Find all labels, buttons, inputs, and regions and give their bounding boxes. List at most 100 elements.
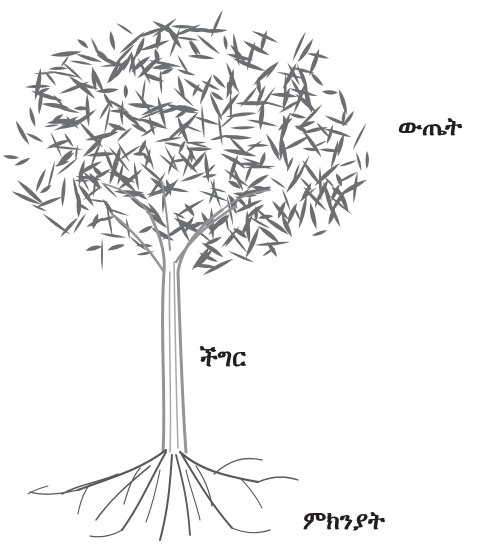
- leaf-shape: [201, 80, 220, 91]
- leaf-shape: [352, 123, 367, 151]
- leaf-shape: [264, 217, 289, 235]
- leaf-shape: [269, 177, 287, 189]
- leaf-shape: [176, 69, 196, 76]
- leaf-shape: [42, 213, 71, 235]
- leaf-shape: [209, 134, 229, 141]
- leaf-shape: [229, 126, 256, 130]
- leaf-shape: [314, 189, 323, 209]
- leaf-shape: [310, 72, 324, 86]
- leaf-shape: [220, 225, 240, 249]
- leaf-shape: [336, 186, 349, 213]
- leaf-shape: [105, 99, 128, 112]
- leaf-shape: [77, 202, 90, 211]
- leaf-shape: [127, 116, 143, 122]
- leaf-shape: [210, 91, 224, 101]
- leaf-shape: [157, 95, 167, 129]
- leaf-shape: [339, 160, 357, 167]
- leaf-shape: [122, 52, 132, 72]
- leaf-shape: [297, 38, 314, 63]
- leaf-shape: [189, 151, 206, 171]
- leaf-shape: [50, 131, 63, 159]
- leaf-shape: [179, 140, 186, 154]
- leaf-shape: [108, 146, 130, 172]
- leaf-shape: [203, 236, 222, 245]
- leaf-shape: [75, 144, 78, 161]
- leaf-shape: [281, 188, 291, 212]
- leaf-shape: [290, 78, 302, 98]
- leaf-shape: [123, 84, 128, 99]
- leaf-shape: [191, 245, 210, 271]
- leaf-shape: [322, 90, 338, 95]
- leaf-shape: [25, 133, 44, 143]
- leaf-shape: [165, 178, 172, 197]
- leaf-shape: [116, 127, 133, 142]
- leaf-shape: [201, 242, 224, 258]
- leaf-shape: [61, 176, 66, 208]
- leaf-shape: [353, 171, 358, 204]
- leaf-shape: [147, 202, 164, 227]
- leaf-shape: [245, 163, 253, 183]
- leaf-shape: [136, 26, 167, 39]
- leaf-shape: [173, 217, 201, 235]
- problem-label: ችግር: [200, 343, 246, 372]
- leaf-shape: [75, 53, 102, 62]
- leaf-shape: [356, 152, 362, 172]
- leaf-shape: [292, 163, 300, 184]
- leaf-shape: [100, 181, 118, 199]
- leaf-shape: [298, 194, 307, 229]
- leaf-shape: [319, 148, 340, 153]
- leaf-shape: [249, 216, 271, 229]
- leaf-shape: [39, 184, 52, 194]
- leaf-shape: [292, 31, 306, 62]
- leaf-shape: [287, 62, 300, 86]
- leaf-shape: [72, 80, 99, 89]
- leaf-shape: [196, 34, 221, 55]
- leaf-shape: [174, 199, 206, 218]
- leaf-shape: [201, 174, 217, 178]
- leaf-shape: [129, 235, 148, 252]
- leaf-shape: [269, 92, 298, 98]
- leaf-shape: [172, 212, 186, 219]
- leaf-shape: [41, 102, 71, 109]
- leaf-shape: [47, 160, 55, 190]
- leaf-shape: [91, 69, 97, 92]
- leaf-shape: [137, 118, 168, 129]
- leaf-shape: [226, 68, 234, 99]
- leaf-shape: [309, 202, 317, 230]
- leaf-shape: [116, 23, 134, 35]
- leaf-shape: [224, 234, 236, 248]
- leaf-shape: [338, 179, 368, 197]
- leaf-shape: [242, 165, 277, 169]
- leaf-shape: [167, 24, 182, 49]
- leaf-shape: [209, 92, 223, 122]
- leaf-shape: [117, 141, 130, 163]
- leaf-shape: [31, 204, 48, 212]
- leaf-shape: [209, 187, 227, 193]
- leaf-shape: [247, 41, 256, 71]
- leaf-shape: [300, 182, 312, 202]
- leaf-shape: [140, 101, 174, 116]
- leaf-shape: [120, 99, 124, 124]
- leaf-shape: [46, 70, 81, 78]
- leaf-shape: [99, 99, 112, 120]
- leaf-shape: [282, 135, 310, 151]
- leaf-shape: [82, 135, 105, 158]
- leaf-shape: [29, 106, 36, 128]
- leaf-shape: [131, 124, 148, 133]
- leaf-shape: [138, 108, 168, 120]
- outcome-label: ውጤት: [398, 112, 462, 141]
- leaf-shape: [204, 152, 210, 184]
- leaf-shape: [168, 153, 175, 176]
- leaf-shape: [316, 121, 331, 139]
- leaf-shape: [277, 201, 286, 219]
- leaf-shape: [198, 190, 229, 202]
- leaf-shape: [246, 174, 270, 190]
- leaf-shape: [177, 75, 185, 101]
- leaf-shape: [258, 214, 274, 219]
- leaf-shape: [331, 184, 340, 202]
- leaf-shape: [159, 154, 180, 173]
- leaf-shape: [170, 158, 188, 163]
- leaf-shape: [182, 146, 193, 178]
